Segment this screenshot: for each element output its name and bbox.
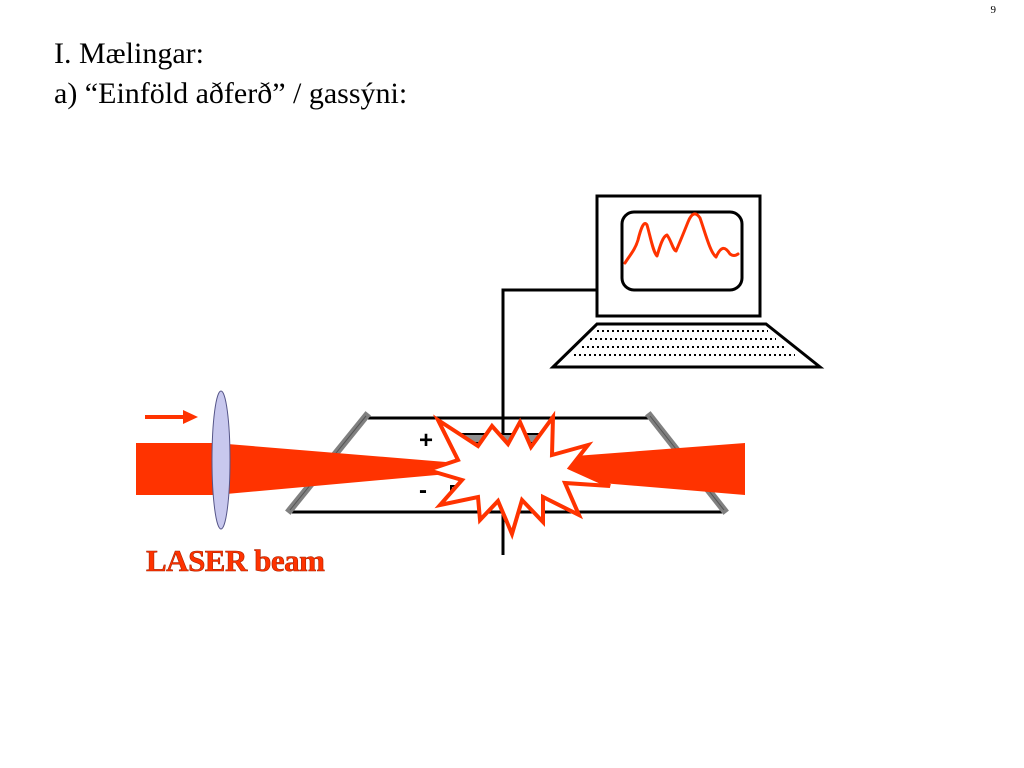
computer-monitor-icon: [595, 194, 762, 318]
slide-title: I. Mælingar: a) “Einföld aðferð” / gassý…: [54, 34, 407, 114]
arrow-right-icon: [145, 410, 198, 424]
plus-label: +: [419, 427, 433, 454]
title-line-1: I. Mælingar:: [54, 37, 204, 70]
title-line-2: a) “Einföld aðferð” / gassýni:: [54, 77, 408, 110]
laser-beam-label: LASER beam: [146, 543, 325, 578]
signal-trace: [623, 212, 740, 265]
minus-label: -: [419, 477, 427, 504]
page-number: 9: [990, 4, 997, 16]
keyboard-icon: [549, 322, 825, 369]
lens-icon: [211, 390, 231, 530]
explosion-icon: [421, 410, 611, 540]
